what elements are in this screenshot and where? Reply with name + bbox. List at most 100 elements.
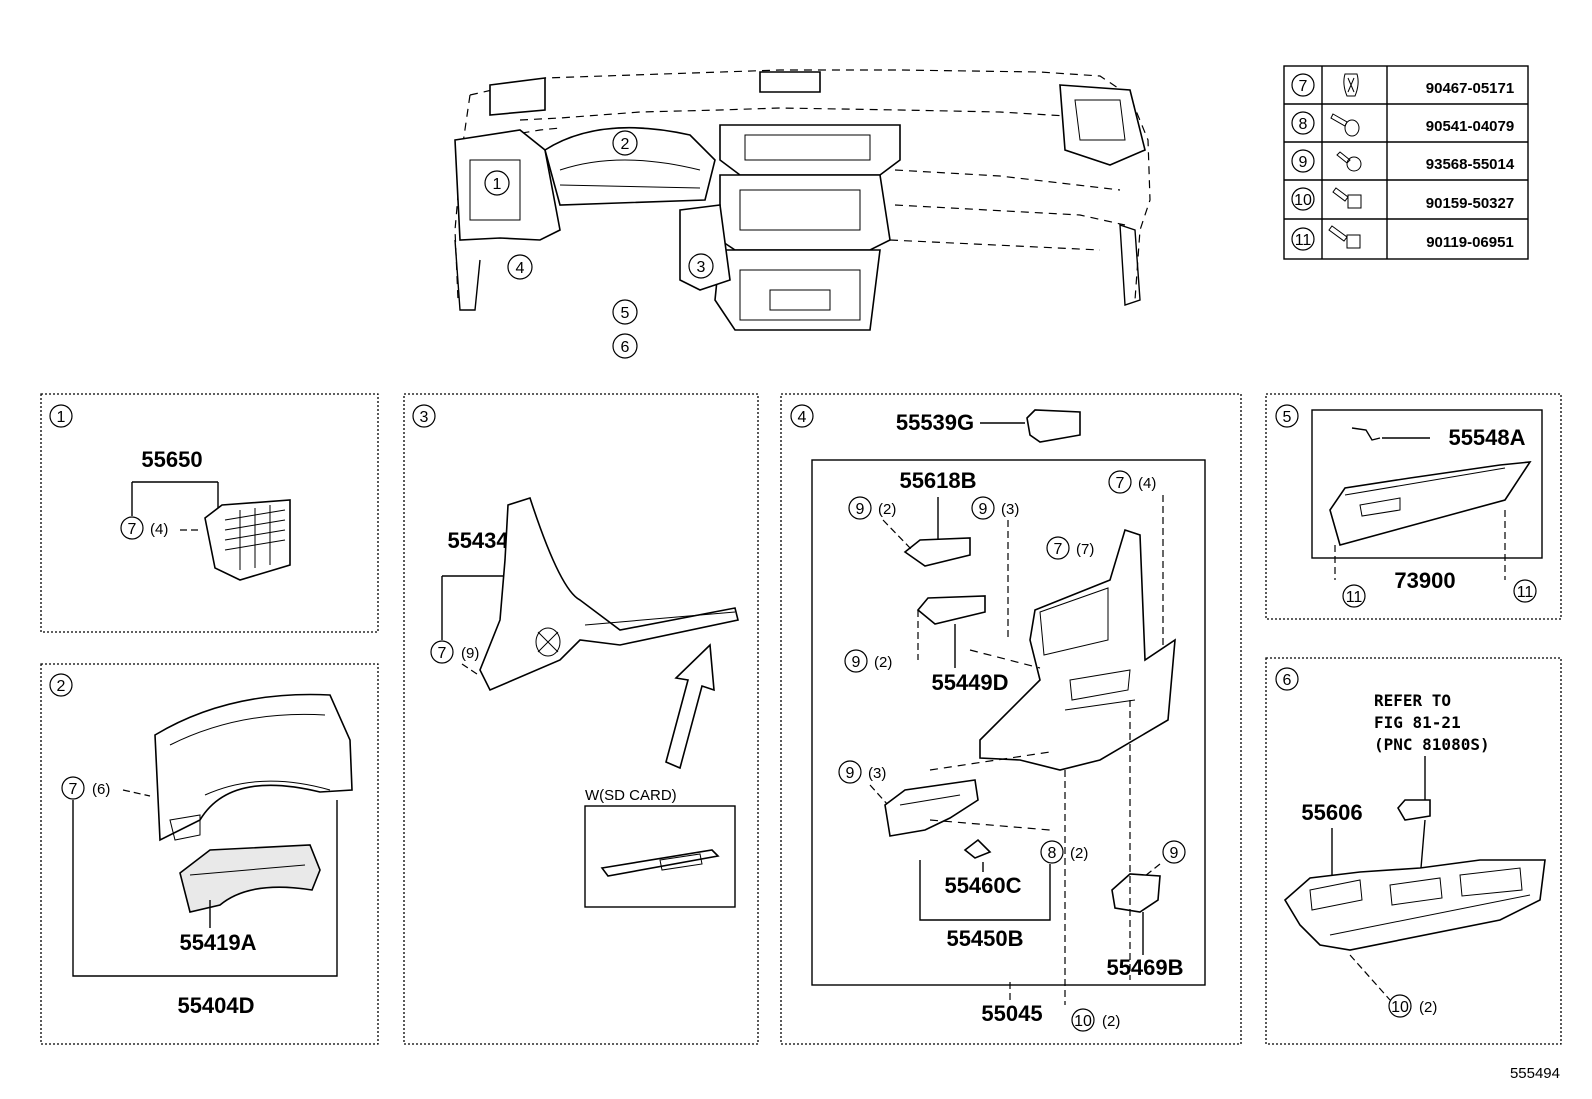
fastener-row: 8 90541-04079 (1291, 111, 1514, 137)
fastener-row: 7 90467-05171 (1291, 73, 1514, 97)
overview-callout-2: 2 (612, 130, 638, 156)
center-bracket-part (1283, 859, 1546, 951)
panel-1: 1 55650 7 (4) (40, 393, 379, 633)
fastener-part-number: 93568-55014 (1426, 156, 1515, 173)
glovebox-part (1329, 461, 1532, 546)
inset-label: W(SD CARD) (585, 787, 677, 804)
svg-text:(4): (4) (1138, 475, 1156, 492)
refer-text: (PNC 81080S) (1374, 735, 1490, 754)
panel-id: 3 (420, 409, 429, 426)
panel-id: 6 (1283, 672, 1292, 689)
svg-text:11: 11 (1517, 584, 1534, 601)
svg-text:(2): (2) (1419, 999, 1437, 1016)
ref-number: 9 (1299, 154, 1308, 171)
svg-text:5: 5 (621, 305, 630, 322)
part-number: 55460C (944, 873, 1021, 898)
svg-text:9: 9 (1170, 845, 1179, 862)
svg-text:(2): (2) (878, 501, 896, 518)
switch-panel-part (884, 779, 979, 837)
sd-card-inset: W(SD CARD) (584, 787, 736, 908)
svg-text:7: 7 (128, 521, 137, 538)
svg-text:3: 3 (697, 259, 706, 276)
overview-callout-6: 6 (612, 333, 638, 359)
ref-number: 11 (1295, 232, 1312, 249)
svg-text:(7): (7) (1076, 541, 1094, 558)
svg-text:(4): (4) (150, 521, 168, 538)
part-number: 55449D (931, 670, 1008, 695)
arrow-icon (665, 643, 715, 770)
part-number: 55548A (1448, 425, 1525, 450)
panel-6: 6 REFER TO FIG 81-21 (PNC 81080S) 55606 … (1265, 657, 1562, 1045)
fastener-row: 9 93568-55014 (1291, 149, 1515, 173)
ref-number: 7 (1299, 78, 1308, 95)
svg-text:(2): (2) (1102, 1013, 1120, 1030)
diagram-code: 555494 (1510, 1065, 1560, 1082)
svg-text:7: 7 (1116, 475, 1125, 492)
panel-4: 4 55539G 55618B 9 (2) 9 (3) 7 (4) 7 (7) … (780, 393, 1242, 1045)
bracket-part (1111, 873, 1161, 913)
meter-panel-part (179, 844, 321, 913)
part-number: 73900 (1394, 568, 1455, 593)
fastener-row: 11 90119-06951 (1291, 225, 1514, 251)
fastener-part-number: 90159-50327 (1426, 195, 1514, 212)
part-number: 55469B (1106, 955, 1183, 980)
ref-number: 10 (1294, 192, 1312, 209)
svg-text:4: 4 (516, 260, 525, 277)
overview-callout-3: 3 (688, 253, 714, 279)
svg-text:10: 10 (1391, 999, 1409, 1016)
part-number: 55650 (141, 447, 202, 472)
fastener-part-number: 90541-04079 (1426, 118, 1514, 135)
svg-text:10: 10 (1074, 1013, 1092, 1030)
svg-text:9: 9 (852, 654, 861, 671)
overview-callout-1: 1 (484, 170, 510, 196)
fastener-part-number: 90467-05171 (1426, 80, 1514, 97)
svg-text:8: 8 (1048, 845, 1057, 862)
clip-icon (1343, 73, 1359, 97)
part-number: 55606 (1301, 800, 1362, 825)
svg-text:11: 11 (1346, 589, 1363, 606)
part-number: 55539G (896, 410, 974, 435)
refer-text: FIG 81-21 (1374, 713, 1461, 732)
fastener-part-number: 90119-06951 (1426, 234, 1514, 251)
overview-callout-5: 5 (612, 299, 638, 325)
bolt-icon (1328, 225, 1361, 249)
panel-id: 4 (798, 409, 807, 426)
svg-text:7: 7 (438, 645, 447, 662)
meter-hood-part (154, 693, 353, 842)
svg-text:(3): (3) (1001, 501, 1019, 518)
svg-text:7: 7 (1054, 541, 1063, 558)
svg-text:9: 9 (856, 501, 865, 518)
pin-icon (1330, 113, 1360, 137)
svg-text:(2): (2) (1070, 845, 1088, 862)
panel-5: 5 55548A 73900 11 11 (1265, 393, 1562, 620)
svg-text:2: 2 (621, 136, 630, 153)
svg-text:(3): (3) (868, 765, 886, 782)
panel-3: 3 55434A 7 (9) W(SD CARD) (403, 393, 759, 1045)
refer-text: REFER TO (1374, 691, 1451, 710)
part-number: 55419A (179, 930, 256, 955)
ref-number: 8 (1299, 116, 1308, 133)
svg-text:(2): (2) (874, 654, 892, 671)
svg-text:9: 9 (979, 501, 988, 518)
dashboard-overview: 1 2 3 4 5 6 (454, 69, 1151, 359)
part-number: 55450B (946, 926, 1023, 951)
panel-2: 2 7 (6) 55419A 55404D (40, 663, 379, 1045)
panel-id: 5 (1283, 409, 1292, 426)
console-panel-part (979, 528, 1176, 771)
svg-text:9: 9 (846, 765, 855, 782)
fastener-row: 10 90159-50327 (1291, 187, 1514, 212)
fastener-table: 7 90467-05171 8 90541-04079 9 93568-5501 (1283, 65, 1529, 260)
svg-text:7: 7 (69, 781, 78, 798)
svg-text:(9): (9) (461, 645, 479, 662)
svg-text:(6): (6) (92, 781, 110, 798)
svg-text:1: 1 (493, 176, 502, 193)
screw-icon (1336, 151, 1362, 172)
bolt-icon (1332, 187, 1362, 209)
overview-callout-4: 4 (507, 254, 533, 280)
part-number: 55045 (981, 1001, 1042, 1026)
panel-id: 2 (57, 678, 66, 695)
lower-panel-part (479, 496, 739, 692)
part-number: 55618B (899, 468, 976, 493)
panel-id: 1 (57, 409, 66, 426)
